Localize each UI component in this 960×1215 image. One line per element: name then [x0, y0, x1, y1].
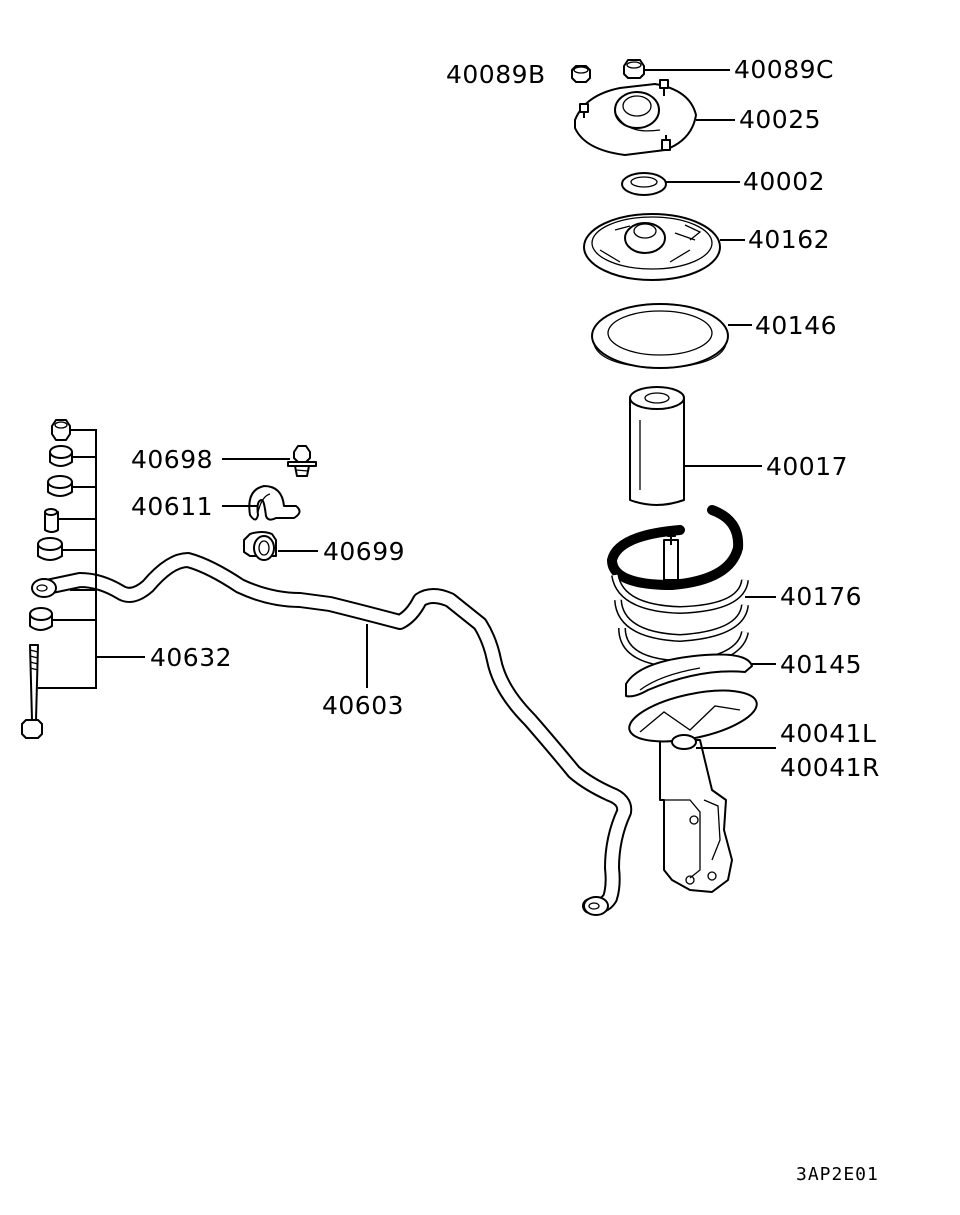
link-washer-upper [49, 445, 73, 467]
lower-spring-pad-40145 [625, 653, 753, 698]
bearing-40002 [621, 172, 667, 196]
label-40176: 40176 [780, 582, 862, 611]
stabilizer-link-kit-40632 [21, 419, 97, 739]
stabilizer-bar-40603 [31, 552, 633, 916]
bracket-40611 [248, 485, 301, 521]
bushing-40699 [243, 531, 277, 561]
link-bushing-mid [37, 537, 63, 561]
label-40698: 40698 [131, 445, 213, 474]
nut-40089c [623, 59, 645, 79]
strut-mount-40025 [574, 79, 697, 156]
spring-pad-40146 [591, 303, 729, 369]
link-bushing-upper [47, 475, 73, 497]
nut-40089b [571, 65, 591, 83]
label-40089b: 40089B [446, 60, 546, 89]
label-40025: 40025 [739, 105, 821, 134]
upper-spring-seat-40162 [583, 213, 721, 281]
diagram-code: 3AP2E01 [796, 1164, 879, 1185]
bump-stop-40017 [629, 386, 685, 506]
link-collar [44, 508, 59, 533]
link-bolt [21, 644, 43, 739]
label-40017: 40017 [766, 452, 848, 481]
strut-40041 [659, 527, 733, 893]
label-40002: 40002 [743, 167, 825, 196]
label-40089c: 40089C [734, 55, 834, 84]
label-40162: 40162 [748, 225, 830, 254]
label-40603: 40603 [322, 691, 404, 720]
label-40146: 40146 [755, 311, 837, 340]
label-40611: 40611 [131, 492, 213, 521]
bolt-40698 [287, 445, 317, 477]
label-40699: 40699 [323, 537, 405, 566]
label-40041l: 40041L [780, 719, 876, 748]
label-40145: 40145 [780, 650, 862, 679]
label-40041r: 40041R [780, 753, 880, 782]
link-nut [51, 419, 71, 441]
lower-spring-seat [628, 689, 758, 750]
coil-spring-40176 [607, 505, 749, 669]
link-bushing-lower [29, 607, 53, 631]
label-40632: 40632 [150, 643, 232, 672]
